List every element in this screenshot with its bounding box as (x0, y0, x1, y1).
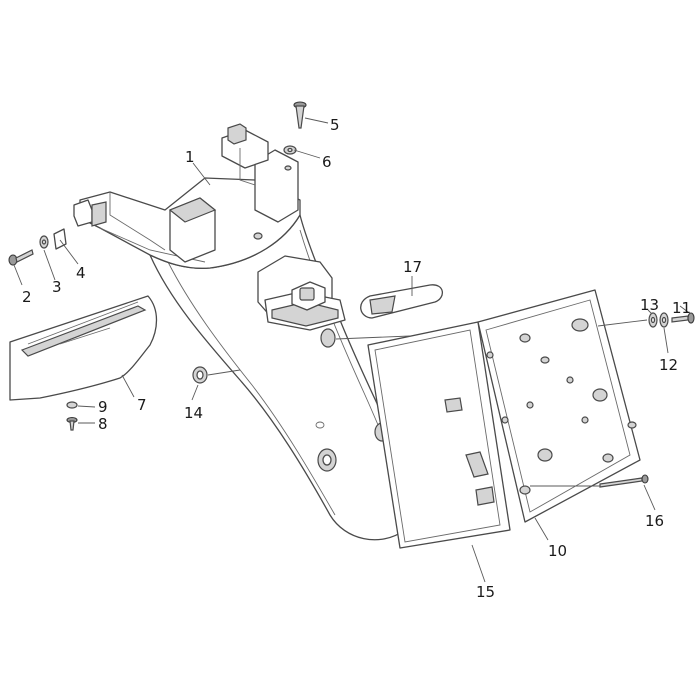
spacer-12 (659, 312, 669, 328)
screw-2 (8, 249, 34, 266)
callout-2: 2 (22, 288, 32, 306)
screw-5 (293, 101, 307, 129)
callout-11: 11 (672, 299, 691, 317)
callout-8: 8 (98, 415, 108, 433)
callout-15: 15 (476, 583, 495, 601)
callout-labels: 1 2 3 4 5 6 7 8 9 10 11 12 13 14 15 16 1… (22, 116, 691, 601)
licence-plate-holder (477, 289, 641, 523)
reflector (360, 284, 443, 319)
callout-13: 13 (640, 296, 659, 314)
callout-5: 5 (330, 116, 340, 134)
washer-3 (39, 235, 49, 249)
washer-13 (648, 312, 658, 328)
mudflap-cover (9, 295, 158, 401)
callout-9: 9 (98, 398, 108, 416)
plate-lamp-housing (257, 255, 346, 331)
callout-14: 14 (184, 404, 203, 422)
callout-3: 3 (52, 278, 62, 296)
leader-lines (13, 117, 689, 583)
clip-6 (283, 145, 297, 155)
screw-11 (671, 312, 695, 324)
washer-9 (66, 401, 78, 409)
screw-8 (66, 416, 78, 431)
callout-4: 4 (76, 264, 86, 282)
plate-holder-holes (486, 318, 637, 495)
rear-mudguard (73, 123, 417, 541)
callout-16: 16 (645, 512, 664, 530)
callout-6: 6 (322, 153, 332, 171)
callout-7: 7 (137, 396, 147, 414)
callout-1: 1 (185, 148, 195, 166)
grommet-14 (192, 366, 208, 384)
callout-17: 17 (403, 258, 422, 276)
plate-spacer (367, 321, 511, 549)
callout-10: 10 (548, 542, 567, 560)
callout-12: 12 (659, 356, 678, 374)
